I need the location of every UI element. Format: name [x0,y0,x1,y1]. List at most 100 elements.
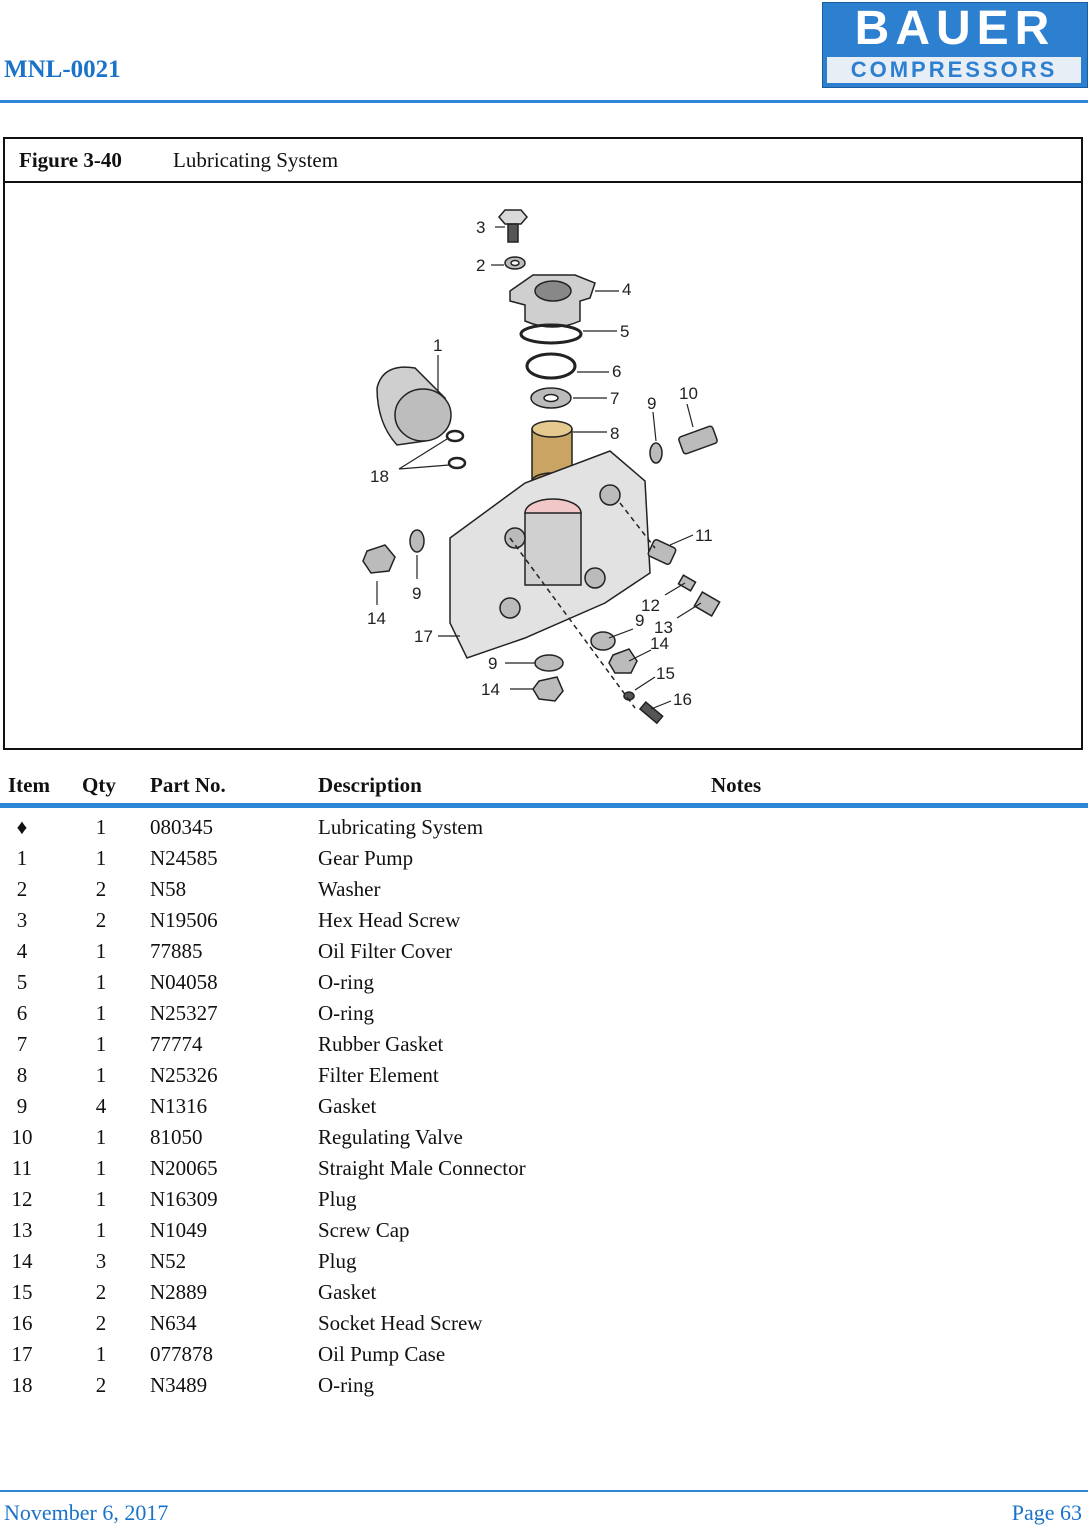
item-cell: 12 [11,1187,33,1211]
screw-shank-part [507,223,519,243]
item-cell: 8 [16,1063,28,1087]
table-header-divider [0,803,1088,808]
qty-cell: 1 [95,1032,107,1056]
callout-16: 16 [673,690,692,709]
qty-cell: 1 [95,815,107,839]
callout-12: 12 [641,596,660,615]
part-number-cell: 77885 [150,939,203,963]
callout-14: 14 [367,609,386,628]
part-number-cell: N04058 [150,970,218,994]
description-cell: Regulating Valve [318,1125,463,1149]
column-header-description: Description [318,773,422,797]
callout-10: 10 [679,384,698,403]
item-cell: 16 [11,1311,33,1335]
description-cell: Straight Male Connector [318,1156,526,1180]
part-number-cell: 77774 [150,1032,203,1056]
callout-14: 14 [650,634,669,653]
description-cell: Rubber Gasket [318,1032,444,1056]
item-cell: 9 [16,1094,28,1118]
part-number-cell: 81050 [150,1125,203,1149]
logo-wordmark: BAUER [854,2,1056,55]
part-number-cell: N2889 [150,1280,208,1304]
item-cell: 13 [11,1218,33,1242]
description-cell: Lubricating System [318,815,484,839]
logo-subtitle: COMPRESSORS [827,57,1081,83]
footer-divider [0,1490,1088,1492]
qty-cell: 1 [95,1218,107,1242]
hex-head-screw-part [498,209,528,225]
column-header-notes: Notes [711,773,762,797]
description-cell: Hex Head Screw [318,908,461,932]
description-cell: Oil Filter Cover [318,939,453,963]
item-cell: 7 [16,1032,28,1056]
qty-cell: 1 [95,1187,107,1211]
plug-small-part [677,574,697,592]
callout-18: 18 [370,467,389,486]
table-row: 1 1 N24585 Gear Pump [0,843,1088,874]
figure-caption: Figure 3-40 Lubricating System [5,139,1081,183]
description-cell: O-ring [318,1373,374,1397]
o-ring-large-part [519,323,583,345]
part-number-cell: 077878 [150,1342,213,1366]
qty-cell: 1 [95,1125,107,1149]
qty-cell: 2 [95,1373,107,1397]
item-cell: 18 [11,1373,33,1397]
callout-9: 9 [412,584,421,603]
socket-head-screw-part [638,701,664,725]
callout-4: 4 [622,280,631,299]
item-cell: 3 [16,908,28,932]
callout-9: 9 [635,611,644,630]
item-cell: 2 [16,877,28,901]
document-id: MNL-0021 [4,56,121,83]
qty-cell: 1 [95,1063,107,1087]
part-number-cell: N20065 [150,1156,218,1180]
qty-cell: 1 [95,1001,107,1025]
description-cell: Plug [318,1249,357,1273]
item-cell: 5 [16,970,28,994]
footer-date: November 6, 2017 [4,1500,169,1525]
qty-cell: 1 [95,939,107,963]
part-number-cell: N1049 [150,1218,208,1242]
item-cell: 1 [16,846,28,870]
item-cell: 6 [16,1001,28,1025]
qty-cell: 2 [95,1280,107,1304]
callout-3: 3 [476,218,485,237]
callout-9: 9 [488,654,497,673]
qty-cell: 1 [95,846,107,870]
o-ring-part [525,352,577,380]
exploded-parts-diagram: 3 2 4 5 1 6 7 9 10 8 18 11 9 14 12 9 13 … [362,209,721,725]
qty-cell: 4 [95,1094,107,1118]
callout-9: 9 [647,394,656,413]
description-cell: Oil Pump Case [318,1342,446,1366]
item-cell: 4 [16,939,28,963]
callout-13: 13 [654,618,673,637]
description-cell: Socket Head Screw [318,1311,483,1335]
callout-14: 14 [481,680,500,699]
part-number-cell: N58 [150,877,187,901]
description-cell: Gasket [318,1280,377,1304]
description-cell: Plug [318,1187,357,1211]
callout-2: 2 [476,256,485,275]
description-cell: Screw Cap [318,1218,410,1242]
item-cell: 14 [11,1249,33,1273]
callout-6: 6 [612,362,621,381]
qty-cell: 2 [95,1311,107,1335]
description-cell: Gear Pump [318,846,414,870]
part-number-cell: N24585 [150,846,218,870]
qty-cell: 2 [95,908,107,932]
table-row: 7 1 77774 Rubber Gasket [0,1029,1088,1060]
qty-cell: 1 [95,1342,107,1366]
column-header-qty: Qty [82,773,116,797]
qty-cell: 1 [95,970,107,994]
